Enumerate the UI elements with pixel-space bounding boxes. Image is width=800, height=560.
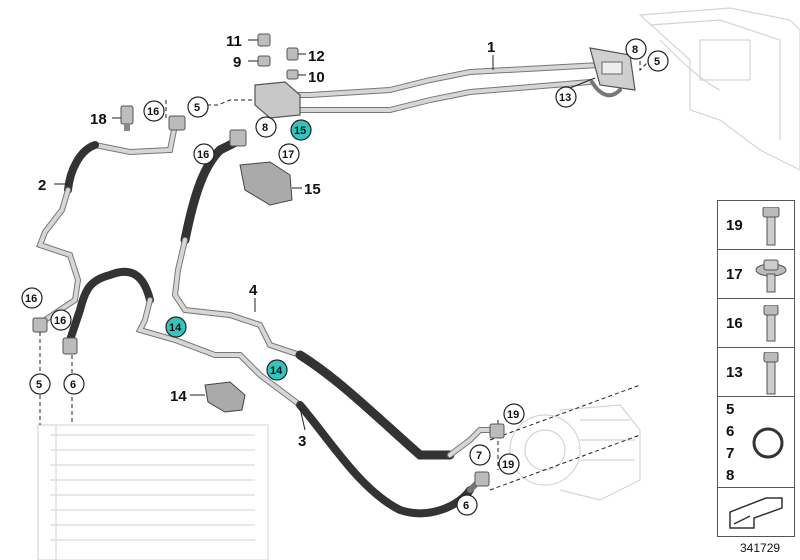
legend-seal-label: 6 [726,423,735,440]
svg-text:16: 16 [54,315,66,327]
circled-callouts: 8 5 13 16 5 8 16 17 16 16 5 6 19 7 19 6 [21,38,669,516]
line-2 [36,122,178,333]
legend-label: 16 [726,315,743,332]
legend-label: 17 [726,266,743,283]
svg-text:14: 14 [270,365,283,377]
svg-text:7: 7 [476,450,482,462]
svg-text:8: 8 [632,44,638,56]
callout-16-d: 16 [50,309,72,331]
callout-14-highlight-a: 14 [165,316,187,338]
label-14: 14 [170,388,187,405]
legend-seal-label: 8 [726,467,735,484]
long-bolt-icon [763,352,779,395]
parts-legend: 19 17 16 13 5 6 7 8 [717,200,795,548]
callout-19-a: 19 [503,403,525,425]
svg-text:14: 14 [169,322,182,334]
callout-16-a: 16 [143,100,165,122]
bracket-14 [204,381,246,413]
svg-text:19: 19 [507,409,519,421]
svg-text:15: 15 [294,125,306,137]
part-labels: 1 2 3 4 11 9 12 10 18 14 15 [38,33,495,450]
torx-bolt-icon [762,207,780,246]
svg-text:17: 17 [282,149,294,161]
bracket-15 [239,161,293,206]
fitting-4 [229,129,505,439]
o-ring-icon [752,427,784,459]
ac-compressor [509,404,641,501]
document-number: 341729 [740,541,781,555]
callout-6-right: 6 [456,494,478,516]
condenser [37,424,269,560]
direction-arrow-icon [729,497,783,529]
svg-text:19: 19 [502,459,514,471]
callout-8-mid: 8 [255,116,277,138]
legend-row-13: 13 [717,347,795,397]
callout-13: 13 [555,86,577,108]
svg-text:16: 16 [147,106,159,118]
label-18: 18 [90,111,107,128]
svg-text:5: 5 [36,379,42,391]
label-3: 3 [298,433,306,450]
callout-19-b: 19 [498,453,520,475]
valve-block [254,81,301,119]
callout-16-c: 16 [21,287,43,309]
callout-14-highlight-b: 14 [266,359,288,381]
fitting-2 [32,115,186,333]
legend-seal-label: 5 [726,401,735,418]
svg-text:6: 6 [463,500,469,512]
callout-5-bottom: 5 [29,373,51,395]
callout-5-top: 5 [647,50,669,72]
legend-row-16: 16 [717,298,795,348]
label-4: 4 [249,282,258,299]
pressure-sensor [120,105,134,131]
valve-caps [257,33,299,80]
label-9: 9 [233,54,241,71]
legend-row-17: 17 [717,249,795,299]
callout-8-top: 8 [625,38,647,60]
label-2: 2 [38,177,46,194]
label-11: 11 [226,33,242,50]
highlight-callouts: 15 14 14 [165,119,312,381]
svg-text:5: 5 [194,102,200,114]
label-12: 12 [308,48,325,65]
line-3 [66,267,483,518]
flange-block [589,47,636,91]
legend-label: 19 [726,217,743,234]
svg-text:16: 16 [197,149,209,161]
callout-17: 17 [278,143,300,165]
callout-6-left: 6 [63,373,85,395]
callout-16-b: 16 [193,143,215,165]
legend-row-arrow [717,487,795,537]
evaporator-housing [638,7,800,171]
line-4 [171,135,498,460]
callout-7: 7 [469,444,491,466]
fitting-3 [62,337,490,487]
callout-15-highlight: 15 [290,119,312,141]
svg-text:8: 8 [262,122,268,134]
legend-row-19: 19 [717,200,795,250]
legend-seal-label: 7 [726,445,735,462]
bolt-icon [763,305,779,342]
label-10: 10 [308,69,325,86]
callout-5-mid: 5 [187,96,209,118]
svg-text:13: 13 [559,92,571,104]
flange-nut-icon [755,259,787,293]
svg-text:6: 6 [70,379,76,391]
svg-text:5: 5 [654,56,660,68]
label-1: 1 [487,39,495,56]
label-15: 15 [304,181,321,198]
svg-text:16: 16 [25,293,37,305]
legend-label: 13 [726,364,743,381]
legend-row-seals: 5 6 7 8 [717,396,795,488]
pipe-1 [262,62,622,113]
